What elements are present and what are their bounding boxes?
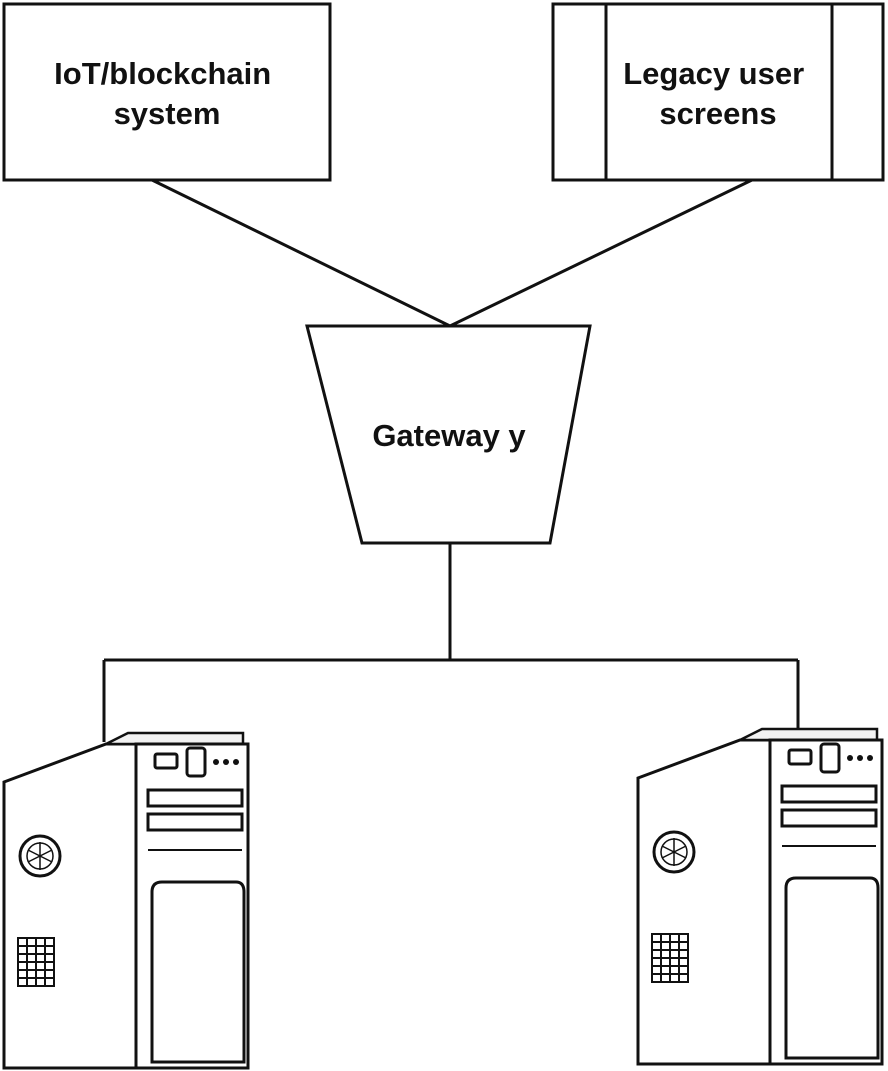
legacy-user-screens-node: Legacy user screens: [551, 2, 885, 182]
svg-text:Legacy user screens: Legacy user screens: [623, 56, 813, 131]
connector-lines: [102, 178, 800, 742]
iot-blockchain-system-node: IoT/blockchain system: [2, 2, 332, 182]
gateway-label: Gateway y: [372, 418, 526, 453]
desktop-tower-computer-icon: [636, 727, 884, 1066]
edge-iot-to-gateway: [151, 178, 451, 328]
legacy-label-line-2: screens: [659, 96, 776, 131]
computer-right: [636, 727, 884, 1066]
svg-text:IoT/blockchain system: IoT/blockchain system: [54, 56, 280, 131]
edge-legacy-to-gateway: [449, 178, 753, 328]
gateway-node: Gateway y: [305, 324, 592, 545]
legacy-label-line-1: Legacy user: [623, 56, 804, 91]
iot-label-line-1: IoT/blockchain: [54, 56, 271, 91]
computer-left: [2, 731, 250, 1070]
desktop-tower-computer-icon: [2, 731, 250, 1070]
iot-label-line-2: system: [114, 96, 221, 131]
